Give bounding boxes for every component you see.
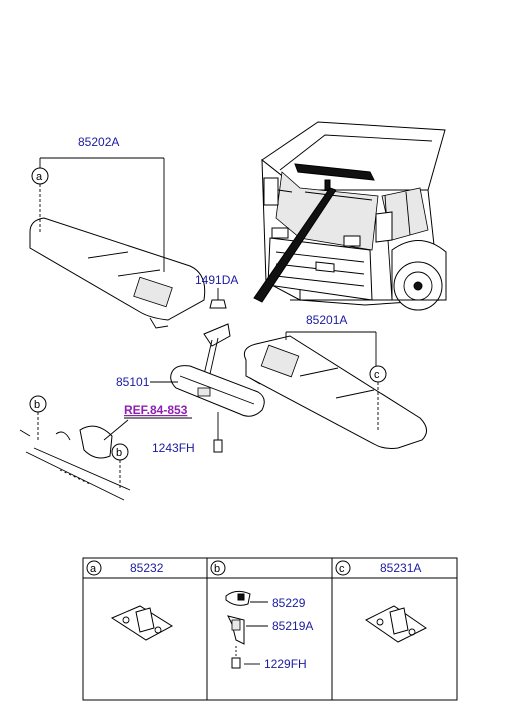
- visor-holder-c-icon: [365, 605, 427, 643]
- nut-icon: [209, 299, 227, 309]
- room-mirror: [170, 323, 265, 417]
- visor-holder-a-icon: [110, 605, 173, 641]
- part-label-1491da: 1491DA: [195, 273, 238, 287]
- clip-85229-icon: [225, 590, 251, 606]
- legend-c-letter: c: [339, 563, 345, 575]
- callout-b-letter-1: b: [34, 399, 40, 411]
- part-label-85201a: 85201A: [306, 313, 347, 327]
- legend-a-part: 85232: [130, 561, 164, 575]
- bracket-85219a-icon: [227, 615, 245, 645]
- callout-c-letter: c: [374, 369, 380, 381]
- legend-b-letter: b: [214, 563, 220, 575]
- legend-c-part: 85231A: [380, 561, 421, 575]
- header-rail: [19, 425, 131, 501]
- legend-b-part-2: 85219A: [272, 619, 313, 633]
- screw-icon: [231, 657, 241, 669]
- bolt-icon: [213, 439, 223, 453]
- callout-b-letter-2: b: [116, 447, 122, 459]
- legend-b-part-1: 85229: [272, 596, 306, 610]
- reference-link[interactable]: REF.84-853: [124, 403, 188, 417]
- part-label-1243fh: 1243FH: [152, 441, 195, 455]
- part-label-85101: 85101: [116, 375, 150, 389]
- legend-c-circle: [335, 560, 351, 576]
- legend-b-part-3: 1229FH: [264, 657, 307, 671]
- legend-a-circle: [86, 560, 102, 576]
- legend-b-circle: [210, 560, 226, 576]
- part-label-85202a: 85202A: [78, 135, 119, 149]
- sun-visor-right: [243, 335, 427, 449]
- legend-a-letter: a: [90, 563, 97, 575]
- sun-visor-left: [29, 217, 206, 329]
- truck-illustration: [253, 121, 447, 311]
- callout-a-letter: a: [36, 171, 43, 183]
- legend-table: a 85232 b 85229 85219A 1229FH c 85231A: [82, 557, 458, 701]
